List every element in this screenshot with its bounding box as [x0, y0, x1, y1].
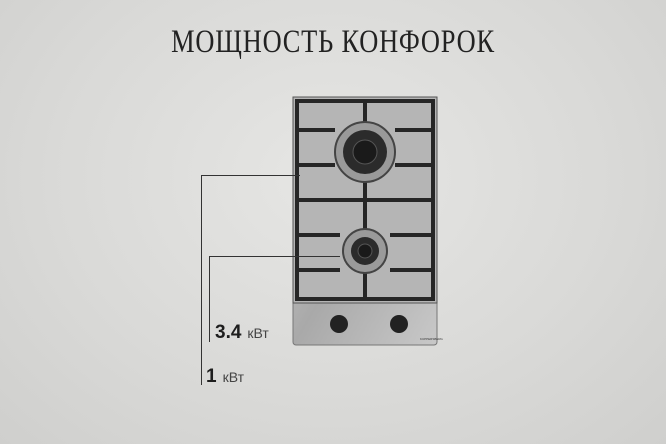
knob-left	[330, 315, 348, 333]
page-title: МОЩНОСТЬ КОНФОРОК	[171, 24, 495, 60]
pointer-line-2-vertical	[209, 256, 210, 342]
brand-logo: KUPPERSBERG	[420, 337, 444, 341]
small-burner	[342, 228, 388, 274]
knob-right	[390, 315, 408, 333]
large-burner	[334, 121, 396, 183]
pointer-line-1	[201, 175, 300, 176]
pointer-line-2	[209, 256, 340, 257]
pointer-line-1-vertical	[201, 175, 202, 385]
